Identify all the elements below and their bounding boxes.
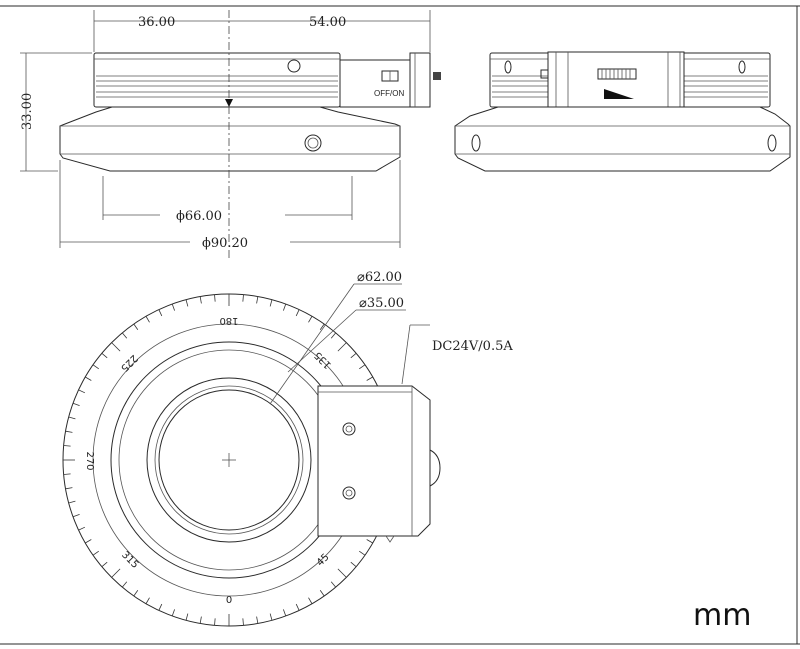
scale-tick bbox=[85, 376, 92, 381]
dim-height: 33.00 bbox=[20, 93, 35, 130]
screw-hole-icon bbox=[287, 59, 301, 73]
scale-tick bbox=[366, 376, 373, 381]
scale-tick bbox=[101, 561, 108, 568]
scale-tick bbox=[85, 539, 92, 544]
scale-tick bbox=[283, 303, 287, 311]
scale-tick bbox=[283, 609, 287, 617]
scale-tick bbox=[63, 445, 71, 447]
dim-hole-35: ⌀35.00 bbox=[359, 296, 404, 311]
scale-tick bbox=[242, 294, 244, 302]
dim-diameter-inner: ϕ66.00 bbox=[176, 209, 222, 224]
scale-tick bbox=[256, 616, 259, 624]
scale-tick bbox=[78, 526, 86, 531]
scale-tick bbox=[214, 618, 216, 626]
scale-tick bbox=[269, 299, 273, 307]
scale-tick bbox=[350, 352, 357, 359]
scale-tick bbox=[359, 364, 366, 370]
scale-tick bbox=[92, 550, 99, 556]
scale-label-0: 0 bbox=[226, 595, 232, 606]
scale-tick bbox=[269, 613, 273, 621]
scale-tick bbox=[242, 618, 244, 626]
dial-wheel-icon bbox=[597, 68, 637, 80]
scale-label-270: 270 bbox=[84, 451, 95, 470]
scale-tick bbox=[121, 581, 128, 588]
knob-icon bbox=[429, 449, 441, 487]
scale-tick bbox=[158, 309, 163, 317]
switch-label: OFF/ON bbox=[374, 89, 404, 98]
front-view: 36.00 54.00 33.00 ϕ66.00 ϕ90.20 OFF/ON bbox=[20, 10, 441, 258]
arrow-marker-icon bbox=[604, 89, 634, 99]
scale-tick bbox=[330, 332, 337, 339]
scale-tick bbox=[78, 389, 86, 394]
scale-tick bbox=[185, 299, 189, 307]
scale-tick bbox=[295, 603, 300, 611]
scale-tick bbox=[199, 616, 202, 624]
scale-tick bbox=[72, 402, 80, 406]
scale-tick bbox=[68, 500, 76, 504]
scale-tick bbox=[63, 473, 71, 475]
scale-tick bbox=[214, 294, 216, 302]
dim-hole-62: ⌀62.00 bbox=[357, 270, 402, 285]
power-label: DC24V/0.5A bbox=[432, 339, 513, 354]
dim-width-right: 54.00 bbox=[309, 15, 346, 30]
scale-tick bbox=[337, 568, 347, 578]
scale-tick bbox=[337, 342, 347, 352]
scale-tick bbox=[308, 597, 313, 604]
dim-width-left: 36.00 bbox=[138, 15, 175, 30]
scale-tick bbox=[199, 296, 202, 304]
scale-tick bbox=[101, 352, 108, 359]
screw-hole-icon bbox=[342, 422, 356, 436]
scale-tick bbox=[133, 323, 139, 330]
screw-hole-icon bbox=[342, 486, 356, 500]
scale-tick bbox=[111, 342, 121, 352]
scale-tick bbox=[72, 514, 80, 518]
screw-hole-icon bbox=[304, 134, 322, 152]
scale-tick bbox=[111, 568, 121, 578]
scale-tick bbox=[330, 581, 337, 588]
scale-tick bbox=[366, 539, 373, 544]
scale-tick bbox=[359, 550, 366, 556]
knob-icon bbox=[433, 72, 441, 80]
drawing-frame bbox=[0, 5, 800, 645]
scale-tick bbox=[171, 609, 175, 617]
top-view: ⌀62.00 ⌀35.00 DC24V/0.5A 0 45 135 180 22… bbox=[62, 270, 513, 627]
scale-tick bbox=[92, 364, 99, 370]
scale-tick bbox=[319, 323, 325, 330]
dim-diameter-outer: ϕ90.20 bbox=[202, 236, 248, 251]
scale-tick bbox=[145, 597, 150, 604]
scale-tick bbox=[65, 487, 73, 490]
scale-tick bbox=[295, 309, 300, 317]
scale-tick bbox=[319, 590, 325, 597]
side-view bbox=[454, 51, 791, 172]
scale-tick bbox=[171, 303, 175, 311]
scale-tick bbox=[185, 613, 189, 621]
scale-tick bbox=[121, 332, 128, 339]
unit-label: mm bbox=[693, 598, 751, 633]
scale-tick bbox=[256, 296, 259, 304]
scale-label-180: 180 bbox=[219, 315, 238, 326]
scale-tick bbox=[145, 316, 150, 323]
scale-tick bbox=[133, 590, 139, 597]
scale-tick bbox=[65, 430, 73, 433]
scale-tick bbox=[68, 416, 76, 420]
scale-tick bbox=[308, 316, 313, 323]
scale-tick bbox=[158, 603, 163, 611]
scale-tick bbox=[350, 561, 357, 568]
